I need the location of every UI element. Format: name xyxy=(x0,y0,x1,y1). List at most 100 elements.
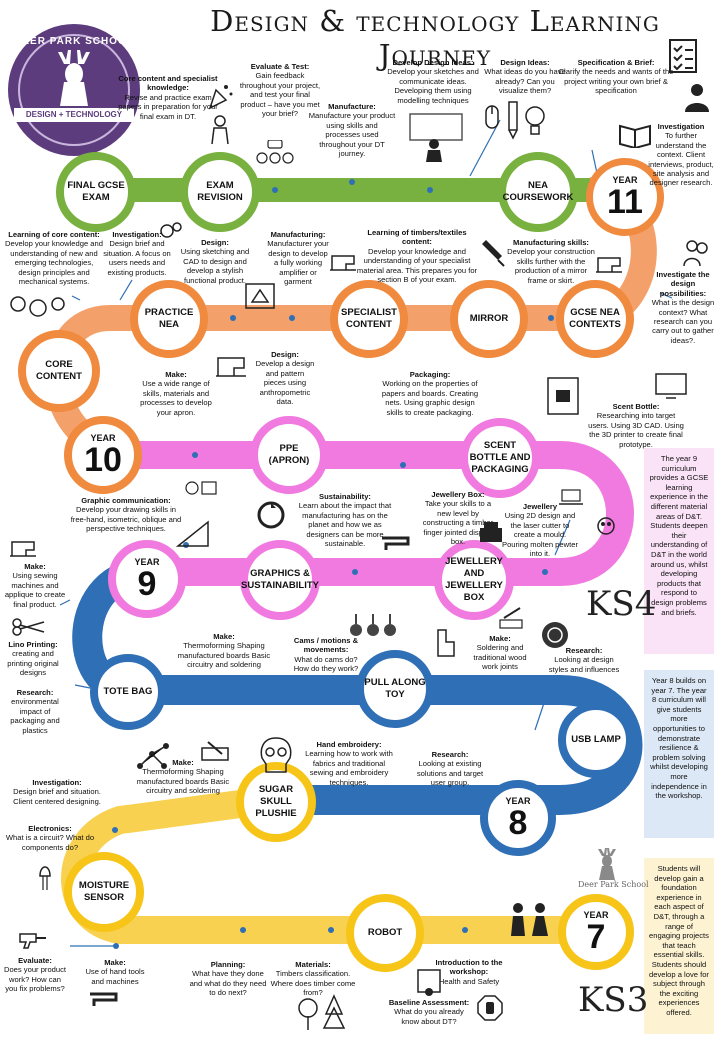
ann-develop-design: Develop Design Ideas:Develop your sketch… xyxy=(387,58,479,105)
wood-joint-icon xyxy=(437,629,455,657)
milestone-specialist-content: SPECIALIST CONTENT xyxy=(330,280,408,358)
ann-baseline: Baseline Assessment:What do you already … xyxy=(388,998,470,1026)
ann-design-ppe: Design:Develop a design and pattern piec… xyxy=(255,350,315,407)
hand-drill-icon xyxy=(19,933,46,949)
year-10-badge: YEAR 10 xyxy=(64,416,142,494)
cad-icon xyxy=(245,283,275,309)
ann-core-specialist: Core content and specialist knowledge:Re… xyxy=(118,74,218,121)
molecule-icon xyxy=(137,743,169,769)
book-icon xyxy=(619,124,651,148)
sewing-machine-icon xyxy=(330,255,356,271)
ann-hand-embroidery: Hand embroidery:Learning how to work wit… xyxy=(305,740,393,787)
drawing-instruments-icon xyxy=(185,481,217,495)
ann-lino: Lino Printing:creating and printing orig… xyxy=(7,640,59,678)
side-box-y9: The year 9 curriculum provides a GCSE le… xyxy=(644,448,714,654)
ann-research-styles: Research:Looking at design styles and in… xyxy=(548,646,620,674)
year-number: 8 xyxy=(508,804,528,842)
pattern-icon xyxy=(542,622,568,648)
deer-silhouette-icon xyxy=(598,848,616,880)
ann-manufacturing-skills: Manufacturing skills:Develop your constr… xyxy=(507,238,595,285)
milestone-usb-lamp: USB LAMP xyxy=(558,702,634,778)
mouse-icon xyxy=(485,105,499,129)
recycle-icon xyxy=(257,501,285,529)
ann-learning-timbers: Learning of timbers/textiles content:Dev… xyxy=(356,228,478,285)
printer-3d-icon xyxy=(547,377,579,415)
ann-make-solder: Make:Soldering and traditional wood work… xyxy=(473,634,527,672)
year-number: 7 xyxy=(586,918,606,956)
lightbulb-icon xyxy=(525,106,545,135)
pencil-icon xyxy=(508,101,518,140)
ann-research-env: Research:environmental impact of packagi… xyxy=(10,688,60,735)
year-number: 9 xyxy=(137,565,157,603)
logo-top-text: DEER PARK SCHOOL xyxy=(14,36,134,47)
deer-park-wordmark: Deer Park School xyxy=(578,880,649,889)
led-icon xyxy=(39,866,51,890)
milestone-scent-bottle: SCENT BOTTLE AND PACKAGING xyxy=(460,418,540,498)
monitor-icon xyxy=(655,373,687,399)
ann-investigation-y7: Investigation:Design brief and situation… xyxy=(13,778,101,806)
side-box-y7: Students will develop gain a foundation … xyxy=(644,858,714,1034)
gears-icon xyxy=(160,222,182,238)
year-number: 10 xyxy=(84,441,122,479)
ann-spec-brief: Specification & Brief:Clarify the needs … xyxy=(558,58,674,96)
ann-learning-core: Learning of core content:Develop your kn… xyxy=(5,230,103,287)
mechanics-icon xyxy=(10,296,65,317)
sewing-machine-icon xyxy=(10,541,36,557)
cams-icon xyxy=(350,614,396,636)
sugar-skull-icon xyxy=(260,737,292,773)
deer-icon xyxy=(58,50,90,106)
ann-make-thermo-y8: Make:Thermoforming Shaping manufactured … xyxy=(177,632,271,670)
milestone-jewellery-box: JEWELLERY AND JEWELLERY BOX xyxy=(434,540,514,620)
student-icon xyxy=(211,115,229,145)
ann-design-ideas: Design Ideas:What ideas do you have alre… xyxy=(484,58,566,96)
ann-intro-workshop: Introduction to the workshop:Health and … xyxy=(435,958,503,986)
students-icon xyxy=(511,903,548,936)
year-8-badge: YEAR 8 xyxy=(480,780,556,856)
laser-cutter-icon xyxy=(480,522,502,542)
sewing-machine-icon xyxy=(596,257,622,273)
year-label: YEAR xyxy=(583,910,609,920)
trees-icon xyxy=(298,994,346,1030)
people-icon xyxy=(683,240,708,266)
ann-manufacture-y11: Manufacture:Manufacture your product usi… xyxy=(308,102,396,159)
milestone-mirror: MIRROR xyxy=(450,280,528,358)
logo-ring xyxy=(18,34,130,146)
ann-cams: Cams / motions & movements:What do cams … xyxy=(293,636,359,674)
ann-scent-bottle: Scent Bottle:Researching into target use… xyxy=(588,402,684,449)
year-7-badge: YEAR 7 xyxy=(558,894,634,970)
ann-evaluate-y7: Evaluate:Does your product work? How can… xyxy=(3,956,67,994)
ann-jewellery-box: Jewellery Box:Take your skills to a new … xyxy=(422,490,494,547)
milestone-tote-bag: TOTE BAG xyxy=(90,654,166,730)
milestone-exam-revision: EXAM REVISION xyxy=(180,152,260,232)
set-square-icon xyxy=(176,520,209,547)
school-logo: DEER PARK SCHOOL DESIGN + TECHNOLOGY xyxy=(8,24,140,156)
milestone-moisture-sensor: MOISTURE SENSOR xyxy=(64,852,144,932)
panda-icon xyxy=(597,517,615,535)
milestone-gcse-nea-contexts: GCSE NEA CONTEXTS xyxy=(556,280,634,358)
party-popper-icon xyxy=(208,85,233,110)
milestone-nea-coursework: NEA COURSEWORK xyxy=(498,152,578,232)
sewing-machine-icon xyxy=(216,357,246,377)
soldering-iron-icon xyxy=(499,607,523,629)
ann-manufacturing-amp: Manufacturing:Manufacturer your design t… xyxy=(267,230,329,287)
ann-investigation-practice: Investigation:Design brief and situation… xyxy=(103,230,171,277)
ks3-label: KS3 xyxy=(578,980,649,1020)
road-blue xyxy=(72,557,643,815)
ann-research-solutions: Research:Looking at existing solutions a… xyxy=(416,750,484,788)
year-11-badge: YEAR 11 xyxy=(586,158,664,236)
page-title: Design & technology Learning Journey xyxy=(210,4,660,72)
ann-design-practice: Design:Using sketching and CAD to design… xyxy=(180,238,250,285)
stop-hand-icon xyxy=(477,995,503,1021)
milestone-graphics: GRAPHICS & SUSTAINABILITY xyxy=(240,540,320,620)
ann-sustainability: Sustainability:Learn about the impact th… xyxy=(298,492,392,549)
clamp-icon xyxy=(382,536,410,550)
certificate-icon xyxy=(417,969,441,996)
ann-materials: Materials:Timbers classification. Where … xyxy=(270,960,356,998)
checklist-icon xyxy=(669,39,697,73)
year-label: YEAR xyxy=(505,796,531,806)
year-9-badge: YEAR 9 xyxy=(108,540,186,618)
scissors-icon xyxy=(12,618,45,636)
